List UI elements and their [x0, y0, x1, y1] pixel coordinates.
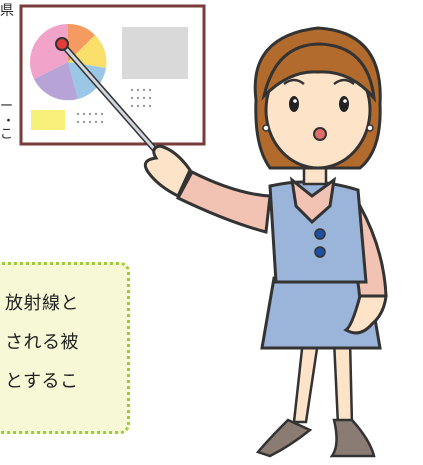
note-box: 放射線と される被 とするこ: [0, 262, 130, 434]
button-icon: [314, 246, 326, 258]
yellow-label: [31, 110, 65, 130]
arm-raised: [175, 170, 272, 234]
pie-chart-icon: [29, 23, 107, 101]
edge-text-fragment: こ: [0, 127, 14, 142]
earring: [262, 124, 270, 132]
chart-placeholder-block: [122, 27, 188, 79]
eyebrow: [283, 78, 305, 86]
edge-text-fragment: ・: [2, 114, 16, 129]
note-line: 放射線と: [5, 293, 79, 314]
eye: [289, 96, 299, 112]
note-line: される被: [5, 332, 79, 353]
whiteboard: [19, 4, 206, 146]
dotted-placeholder: [76, 88, 152, 124]
eye: [339, 96, 349, 112]
legs: [292, 338, 354, 427]
note-line: とするこ: [5, 371, 79, 392]
scarf: [289, 176, 337, 225]
hair-bangs: [261, 42, 377, 103]
earring: [366, 124, 374, 132]
eyebrow: [333, 78, 355, 86]
edge-text-top: 県: [0, 3, 14, 19]
button-icon: [314, 228, 326, 240]
hand-right: [343, 294, 388, 335]
shoes: [255, 418, 376, 458]
edge-text-fragment: ー: [0, 99, 14, 114]
hand-raised: [143, 144, 192, 199]
mouth: [313, 127, 327, 141]
